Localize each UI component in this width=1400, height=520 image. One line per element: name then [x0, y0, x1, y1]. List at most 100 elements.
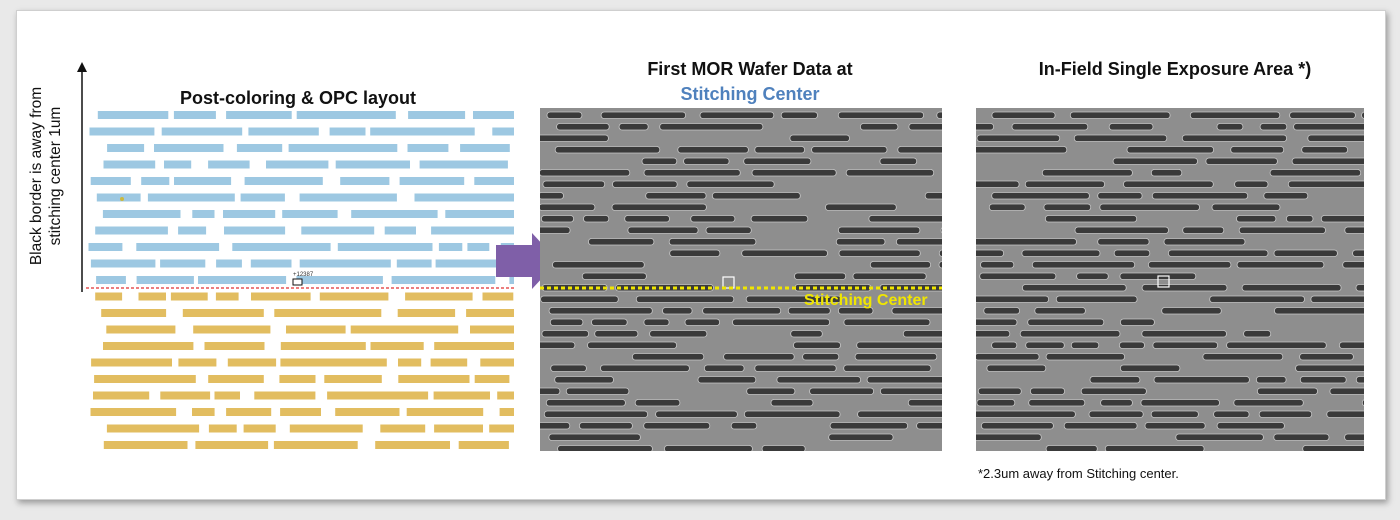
- sem-trench: [1069, 111, 1171, 119]
- sem-trench: [1273, 433, 1330, 441]
- sem-trench: [1241, 284, 1342, 292]
- sem-trench: [557, 445, 653, 451]
- layout-bar: [90, 177, 131, 185]
- sem-trench: [540, 387, 561, 395]
- layout-bar: [434, 342, 514, 350]
- sem-trench: [991, 192, 1090, 200]
- layout-bar: [473, 111, 514, 119]
- layout-bar: [147, 193, 235, 202]
- sem-trench: [723, 353, 795, 361]
- sem-trench: [809, 387, 875, 395]
- sem-trench: [1339, 341, 1364, 349]
- sem-trench: [1320, 215, 1364, 223]
- layout-bar: [161, 127, 243, 136]
- layout-bar: [90, 408, 177, 416]
- sem-trench: [1344, 226, 1364, 234]
- sem-trench: [1152, 341, 1218, 349]
- sem-trench: [940, 227, 942, 234]
- sem-trench: [634, 399, 681, 407]
- sem-trench: [880, 387, 942, 395]
- layout-bar: [178, 358, 217, 367]
- sem-trench: [1126, 146, 1214, 154]
- sem-trench: [1030, 387, 1066, 395]
- sem-trench: [902, 330, 942, 338]
- sem-trench: [1307, 134, 1364, 142]
- sem-trench: [550, 364, 587, 372]
- sem-trench: [1141, 330, 1227, 338]
- sem-trench: [837, 307, 874, 315]
- layout-bar: [107, 144, 145, 152]
- layout-bar: [223, 210, 276, 218]
- sem-trench: [1019, 330, 1121, 338]
- sem-trench: [556, 123, 610, 131]
- sem-trench: [896, 238, 942, 246]
- sem-trench: [1080, 387, 1147, 395]
- axis-label-line1: Black border is away from: [28, 86, 45, 266]
- sem-trench: [1342, 261, 1364, 269]
- sem-trench: [684, 318, 720, 326]
- sem-trench: [1097, 238, 1150, 246]
- sem-trench: [787, 307, 831, 315]
- marker-box: [292, 278, 303, 286]
- layout-bar: [227, 358, 277, 367]
- layout-bar: [375, 441, 450, 449]
- layout-bar: [236, 144, 283, 152]
- sem-trench: [907, 399, 942, 407]
- vertical-axis-label: Black border is away from stitching cent…: [27, 61, 65, 291]
- sem-trench: [1119, 318, 1155, 326]
- layout-bar: [89, 127, 155, 136]
- sem-trench: [976, 433, 1042, 441]
- sem-trench: [702, 307, 782, 315]
- sem-trench: [1182, 226, 1225, 234]
- sem-trench: [746, 387, 796, 395]
- sem-trench: [635, 295, 735, 303]
- sem-trench: [1027, 318, 1105, 326]
- sem-trench: [1141, 284, 1228, 292]
- sem-trench: [879, 157, 918, 165]
- sem-trench: [1031, 261, 1136, 269]
- sem-trench: [649, 330, 708, 338]
- sem-trench: [843, 318, 931, 326]
- layout-bar: [492, 127, 514, 136]
- sem-trench: [802, 353, 840, 361]
- sem-trench: [1167, 249, 1269, 257]
- marker-label: +12387: [293, 272, 314, 278]
- sem-trench: [1123, 180, 1214, 188]
- layout-bar: [430, 358, 468, 367]
- layout-bar: [458, 441, 509, 449]
- layout-bar: [208, 424, 237, 433]
- layout-bar: [350, 325, 459, 334]
- sem-trench: [980, 261, 1015, 269]
- layout-bar: [460, 144, 510, 152]
- sem-trench: [776, 376, 861, 384]
- sem-trench: [837, 111, 924, 119]
- layout-bar: [160, 391, 211, 400]
- sem-trench: [981, 422, 1054, 430]
- sem-trench: [916, 422, 942, 430]
- sem-trench: [1021, 249, 1101, 257]
- sem-trench: [669, 249, 721, 257]
- sem-trench: [1076, 272, 1109, 280]
- opc-layout-diagram: +12387: [86, 111, 516, 449]
- sem-trench: [976, 410, 1076, 418]
- small-marker-dot: [120, 197, 124, 201]
- sem-trench: [686, 180, 775, 188]
- sem-trench: [1355, 376, 1364, 384]
- sem-trench: [1045, 445, 1098, 451]
- sem-trench: [983, 307, 1020, 315]
- sem-trench: [1043, 203, 1092, 211]
- sem-trench: [641, 157, 678, 165]
- layout-bar: [170, 292, 208, 301]
- sem-marker-box: [722, 276, 735, 289]
- layout-bar: [94, 375, 196, 383]
- layout-bar: [232, 243, 331, 251]
- layout-bar: [497, 391, 514, 400]
- sem-image-stitching-center: [540, 108, 942, 451]
- layout-bar: [97, 111, 169, 119]
- sem-trench: [1258, 410, 1313, 418]
- layout-bar: [279, 375, 316, 383]
- footnote: *2.3um away from Stitching center.: [978, 466, 1179, 481]
- sem-trench: [554, 146, 661, 154]
- layout-bar: [433, 391, 490, 400]
- layout-bar: [299, 193, 397, 202]
